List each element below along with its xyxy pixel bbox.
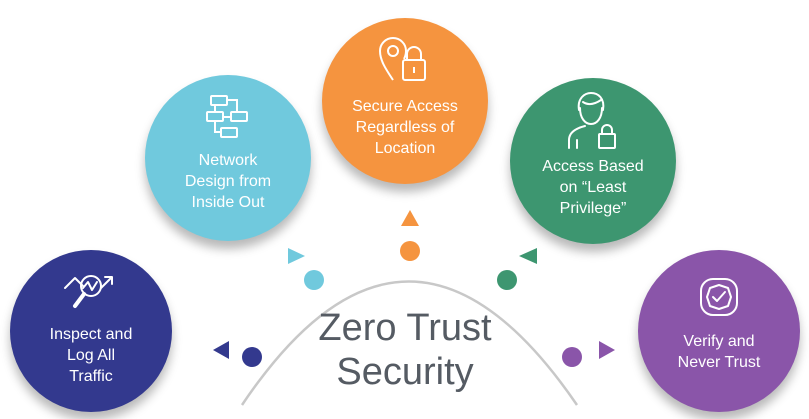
node-dot-access [497,270,517,290]
least-privilege-circle: Access Based on “Least Privilege” [510,78,676,244]
diagram-title-line1: Zero Trust [318,307,492,349]
pointer-triangle-access [519,248,537,264]
node-dot-inspect [242,347,262,367]
check-badge-icon [700,278,738,316]
pointer-triangle-inspect [213,341,229,359]
inspect-and-log-circle: Inspect and Log All Traffic [10,250,172,412]
connector-arc [240,280,579,406]
location-lock-icon [379,37,426,81]
node-dot-network [304,270,324,290]
pointer-triangle-secure [401,210,419,226]
network-design-circle: Network Design from Inside Out [145,75,311,241]
secure-access-circle: Secure Access Regardless of Location [322,18,488,184]
diagram-title: Zero Trust Security [290,306,520,394]
least-privilege-label: Access Based on “Least Privilege” [542,158,644,217]
network-flow-icon [206,95,248,138]
node-dot-secure [400,241,420,261]
verify-never-trust-circle: Verify and Never Trust [638,250,800,412]
diagram-title-line2: Security [336,351,474,393]
node-dot-verify [562,347,582,367]
verify-never-trust-label: Verify and Never Trust [677,333,761,371]
secure-access-label: Secure Access Regardless of Location [352,98,458,157]
network-design-label: Network Design from Inside Out [184,152,272,211]
user-lock-icon [568,92,616,149]
pointer-triangle-network [288,248,305,264]
inspect-and-log-label: Inspect and Log All Traffic [49,326,133,385]
pointer-triangle-verify [599,341,615,359]
trend-magnifier-icon [64,275,113,308]
